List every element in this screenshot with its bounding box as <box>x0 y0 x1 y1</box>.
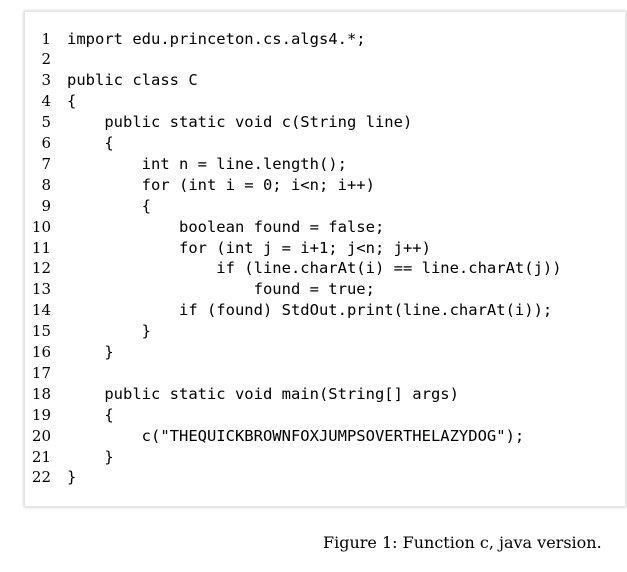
code-line: import edu.princeton.cs.algs4.*; <box>67 29 366 48</box>
figure-caption: Figure 1: Function c, java version. <box>323 533 602 552</box>
line-number: 13 <box>31 280 51 299</box>
code-line: { <box>67 196 151 215</box>
line-number: 12 <box>31 259 51 278</box>
line-number: 20 <box>31 426 51 445</box>
code-line: public static void c(String line) <box>67 113 413 132</box>
line-number: 8 <box>41 175 51 194</box>
code-line: { <box>67 92 77 111</box>
line-number: 11 <box>31 238 51 257</box>
code-line: c("THEQUICKBROWNFOXJUMPSOVERTHELAZYDOG")… <box>67 426 525 445</box>
code-line: if (line.charAt(i) == line.charAt(j)) <box>67 259 562 278</box>
line-number: 18 <box>31 384 51 403</box>
line-number: 22 <box>31 468 51 487</box>
code-line: } <box>67 468 77 487</box>
code-line: int n = line.length(); <box>67 154 347 173</box>
line-number: 1 <box>41 29 51 48</box>
code-line: found = true; <box>67 280 375 299</box>
code-line: } <box>67 343 114 361</box>
code-line: boolean found = false; <box>67 217 385 236</box>
code-line: } <box>67 447 114 466</box>
line-number: 10 <box>31 217 51 236</box>
code-line: public class C <box>67 71 198 90</box>
code-line: { <box>67 405 114 424</box>
line-number: 4 <box>41 92 51 111</box>
line-number: 19 <box>31 405 51 424</box>
code-line: if (found) StdOut.print(line.charAt(i)); <box>67 301 553 320</box>
line-number: 15 <box>31 322 51 341</box>
line-number: 6 <box>41 134 51 152</box>
line-number: 5 <box>41 113 51 132</box>
code-line: { <box>67 134 114 152</box>
line-number: 2 <box>41 50 51 69</box>
line-number: 17 <box>31 363 51 382</box>
line-number: 16 <box>31 343 51 361</box>
line-number: 14 <box>31 301 51 320</box>
line-number: 9 <box>41 196 51 215</box>
code-line: for (int i = 0; i<n; i++) <box>67 175 375 194</box>
line-number: 21 <box>31 447 51 466</box>
line-number: 3 <box>41 71 51 90</box>
code-line: public static void main(String[] args) <box>67 384 459 403</box>
line-number: 7 <box>41 154 51 173</box>
code-line: for (int j = i+1; j<n; j++) <box>67 238 431 257</box>
code-line: } <box>67 322 151 341</box>
